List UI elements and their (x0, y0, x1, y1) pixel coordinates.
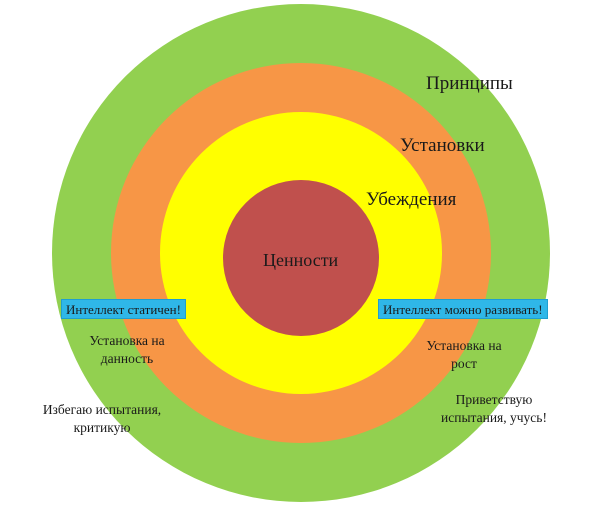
note-fixed-principle: Избегаю испытания, критикую (28, 401, 176, 437)
label-principles: Принципы (426, 73, 513, 94)
note-fixed-principle-line-1: Избегаю испытания, (42, 402, 162, 417)
banner-intellect-developable: Интеллект можно развивать! (378, 299, 548, 319)
note-growth-attitude-line-1: Установка на (426, 338, 502, 353)
note-fixed-attitude: Установка на данность (78, 332, 176, 368)
label-beliefs: Убеждения (366, 189, 457, 210)
note-fixed-attitude-line-1: Установка на (89, 333, 165, 348)
ring-values (223, 180, 379, 336)
note-growth-principle-line-1: Приветствую (455, 392, 533, 407)
note-growth-principle-line-2: испытания, учусь! (441, 410, 547, 426)
note-fixed-attitude-line-2: данность (100, 351, 154, 367)
note-growth-attitude: Установка на рост (415, 337, 513, 373)
label-attitudes: Установки (400, 135, 485, 156)
note-growth-principle: Приветствую испытания, учусь! (428, 391, 560, 427)
banner-intellect-static: Интеллект статичен! (61, 299, 186, 319)
label-values: Ценности (263, 250, 339, 270)
note-fixed-principle-line-2: критикую (73, 420, 131, 436)
note-growth-attitude-line-2: рост (451, 356, 477, 372)
